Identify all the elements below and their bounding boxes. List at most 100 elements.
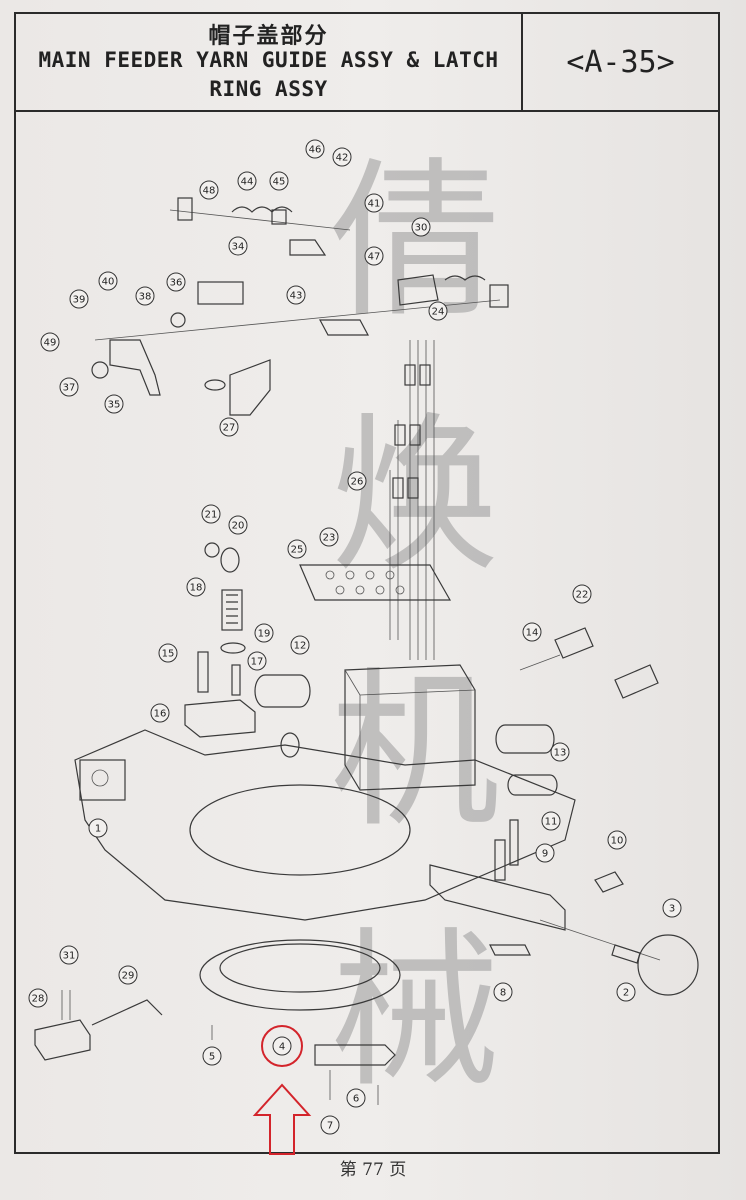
callout-circle	[346, 1088, 366, 1108]
callout-circle	[662, 898, 682, 918]
callout-circle	[202, 1046, 222, 1066]
callout-12: 12	[290, 635, 310, 655]
pin-13	[507, 774, 558, 796]
callout-label: 36	[170, 278, 183, 289]
callout-label: 28	[32, 994, 45, 1005]
callout-28: 28	[28, 988, 48, 1008]
screw-14	[519, 654, 561, 671]
callout-20: 20	[228, 515, 248, 535]
bracket-27	[229, 359, 271, 416]
callout-label: 21	[205, 510, 218, 521]
callout-circle	[166, 272, 186, 292]
screw-15	[197, 651, 209, 693]
callout-circle	[237, 171, 257, 191]
base-plate-1	[74, 729, 576, 921]
spacer-right	[495, 724, 555, 754]
callout-label: 37	[63, 383, 76, 394]
yarn-guide-tubes	[389, 340, 435, 660]
callout-circle	[286, 285, 306, 305]
callout-circle	[550, 742, 570, 762]
callout-25: 25	[287, 539, 307, 559]
callout-21: 21	[201, 504, 221, 524]
feeder-left-components	[184, 542, 256, 738]
highlight-circle	[261, 1025, 303, 1067]
callout-5: 5	[202, 1046, 222, 1066]
callout-13: 13	[550, 742, 570, 762]
callout-circle	[572, 584, 592, 604]
callout-label: 16	[154, 709, 167, 720]
callout-2: 2	[616, 982, 636, 1002]
callout-circle	[40, 332, 60, 352]
rod-29	[91, 999, 163, 1026]
callout-30: 30	[411, 217, 431, 237]
callout-label: 31	[63, 951, 76, 962]
callout-22: 22	[572, 584, 592, 604]
callout-circle	[411, 217, 431, 237]
callout-36: 36	[166, 272, 186, 292]
callout-circle	[254, 623, 274, 643]
base-opening	[189, 784, 411, 876]
screw-2	[611, 944, 641, 964]
guide-right	[489, 284, 509, 308]
callout-circle	[199, 180, 219, 200]
knob-20	[220, 547, 240, 573]
callout-circle	[493, 982, 513, 1002]
callout-label: 18	[190, 583, 203, 594]
callout-label: 43	[290, 291, 303, 302]
callout-19: 19	[254, 623, 274, 643]
bracket-6	[314, 1044, 396, 1066]
screw-17	[231, 664, 241, 696]
callout-label: 42	[336, 153, 349, 164]
callout-label: 47	[368, 252, 381, 263]
callout-label: 19	[258, 629, 271, 640]
bracket-30	[397, 274, 439, 306]
callout-label: 17	[251, 657, 264, 668]
plate-25-holes	[325, 570, 405, 595]
callout-47: 47	[364, 246, 384, 266]
callout-circle	[607, 830, 627, 850]
callout-label: 24	[432, 307, 445, 318]
callout-circle	[269, 171, 289, 191]
page-footer: 第 77 页	[339, 1160, 407, 1180]
knob-27	[204, 379, 226, 391]
callout-label: 46	[309, 145, 322, 156]
bracket-35	[109, 339, 161, 396]
callout-3: 3	[662, 898, 682, 918]
watermark-char-3: 机	[330, 653, 500, 851]
callout-26: 26	[347, 471, 367, 491]
callout-circle	[332, 147, 352, 167]
callout-8: 8	[493, 982, 513, 1002]
block-16	[184, 699, 256, 738]
callout-label: 45	[273, 177, 286, 188]
plate-25	[299, 564, 452, 601]
callout-label: 11	[545, 817, 558, 828]
callout-circle	[98, 271, 118, 291]
callout-circle	[287, 539, 307, 559]
callout-41: 41	[364, 193, 384, 213]
screw-10	[594, 871, 624, 893]
callout-circle	[272, 1036, 292, 1056]
callout-label: 9	[542, 849, 548, 860]
callout-49: 49	[40, 332, 60, 352]
callout-15: 15	[158, 643, 178, 663]
callout-circle	[186, 577, 206, 597]
callout-label: 40	[102, 277, 115, 288]
callout-group: 1234567891011121314151617181920212223242…	[28, 139, 682, 1135]
callout-label: 26	[351, 477, 364, 488]
callout-circle	[319, 527, 339, 547]
callout-label: 14	[526, 628, 539, 639]
post-right	[614, 664, 659, 699]
callout-label: 27	[223, 423, 236, 434]
screw-9	[494, 839, 506, 881]
callout-label: 49	[44, 338, 57, 349]
callout-label: 5	[209, 1052, 215, 1063]
title-chinese: 帽子盖部分	[208, 24, 329, 49]
callout-label: 1	[95, 824, 101, 835]
callout-48: 48	[199, 180, 219, 200]
page-code: <A-35>	[523, 14, 718, 112]
block-34	[197, 281, 244, 305]
block-8	[489, 944, 531, 956]
callout-circle	[28, 988, 48, 1008]
callout-1: 1	[88, 818, 108, 838]
callout-label: 29	[122, 971, 135, 982]
